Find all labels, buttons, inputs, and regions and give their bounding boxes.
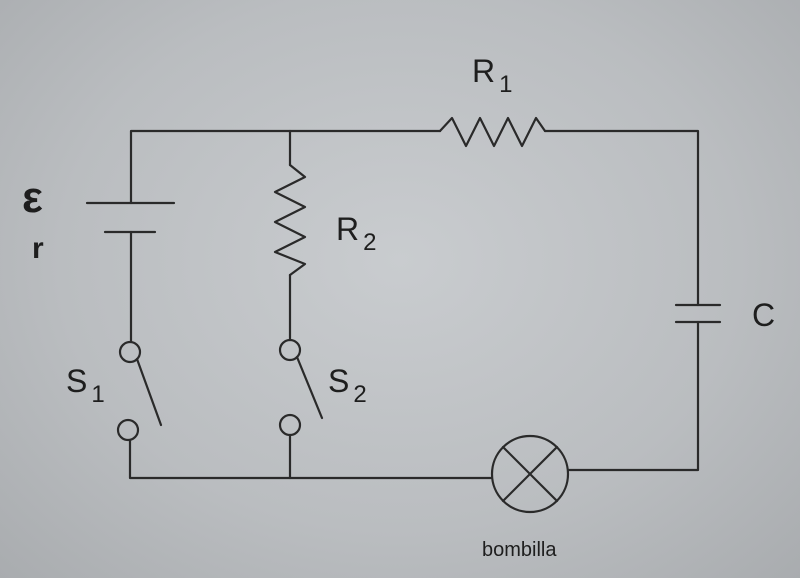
- resistor-r2: [273, 163, 307, 277]
- bulb-icon: [490, 434, 570, 514]
- emf-label: ε: [22, 173, 43, 222]
- right-wire-lower: [566, 320, 700, 472]
- capacitor-label: C: [752, 297, 775, 333]
- capacitor: [674, 303, 722, 324]
- bottom-wire: [128, 438, 494, 480]
- internal-resistance-label: r: [32, 232, 44, 265]
- battery: [85, 201, 176, 234]
- top-wire: [129, 129, 700, 307]
- wires: [128, 129, 700, 480]
- switch-s1: [116, 340, 163, 442]
- resistor-r1: [438, 116, 547, 148]
- bulb-label: bombilla: [482, 539, 557, 561]
- switch-s2: [278, 338, 324, 437]
